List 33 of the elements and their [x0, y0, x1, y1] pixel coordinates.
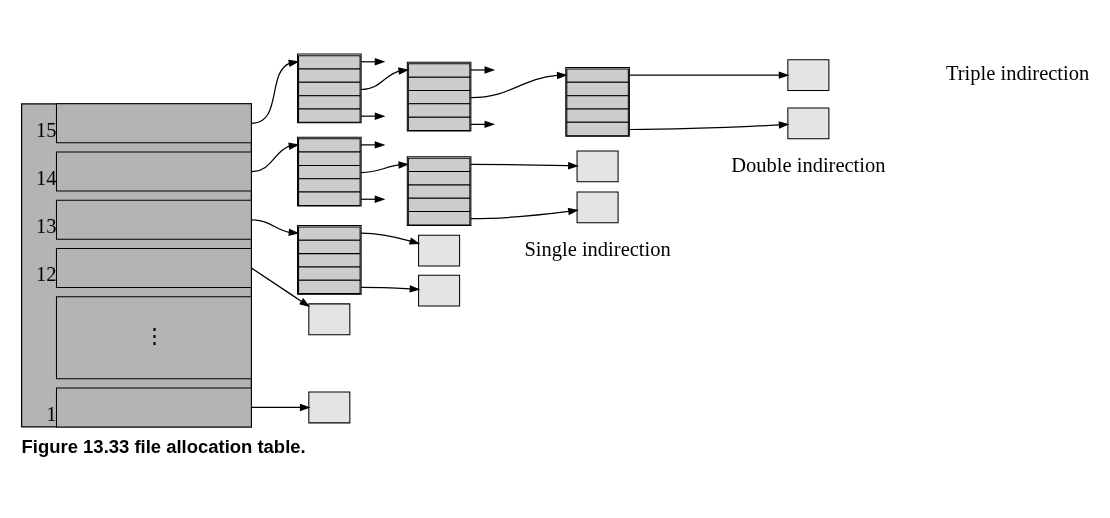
node-box — [787, 59, 830, 92]
arrow — [470, 66, 496, 74]
arrow — [360, 232, 421, 245]
arrow — [360, 285, 421, 293]
arrow — [250, 219, 300, 236]
arrow — [360, 141, 386, 149]
arrow — [250, 59, 300, 124]
arrow — [360, 161, 410, 174]
arrow — [628, 71, 790, 79]
arrow — [250, 403, 311, 412]
arrow — [470, 207, 579, 220]
arrow — [628, 121, 790, 131]
node-label: 13 — [35, 215, 57, 238]
node-box — [308, 303, 351, 336]
node-label: 12 — [35, 263, 57, 286]
node-label: 1 — [46, 402, 57, 425]
label: Double indirection — [731, 153, 886, 176]
node-box — [418, 234, 461, 267]
caption: Figure 13.33 file allocation table. — [21, 436, 306, 458]
node-box — [418, 274, 461, 307]
node-box — [576, 150, 619, 183]
label: Triple indirection — [945, 62, 1090, 85]
node-label: 14 — [35, 166, 57, 189]
node-box — [308, 391, 351, 424]
node-box — [576, 191, 619, 224]
label: Single indirection — [524, 237, 671, 260]
arrow — [250, 267, 311, 308]
node-box — [787, 107, 830, 140]
arrow — [250, 142, 300, 173]
arrow — [360, 67, 410, 91]
arrow — [470, 161, 579, 170]
node-label: 15 — [35, 118, 57, 141]
arrow — [470, 71, 568, 99]
